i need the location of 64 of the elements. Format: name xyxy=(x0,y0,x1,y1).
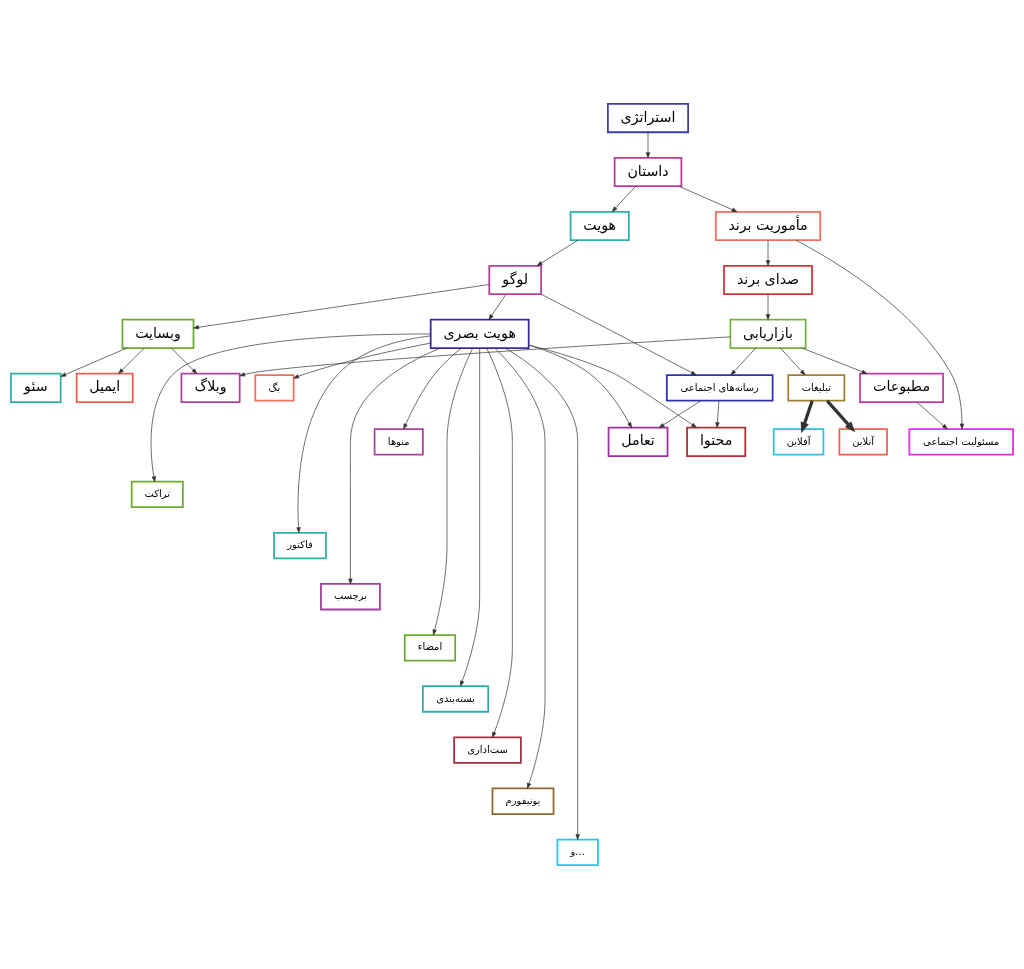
node-box: مسئولیت اجتماعی xyxy=(908,428,1014,456)
arrow xyxy=(150,333,431,482)
node-box: رسانه‌های اجتماعی xyxy=(665,374,774,402)
arrow xyxy=(528,344,632,428)
arrow xyxy=(505,347,580,840)
node-box: بسته‌بندی xyxy=(422,685,490,713)
arrow xyxy=(802,347,868,374)
arrow xyxy=(658,400,702,428)
node-box: هویت xyxy=(569,210,630,242)
node-box: محتوا xyxy=(686,426,747,457)
arrow xyxy=(611,185,636,212)
arrow xyxy=(678,185,738,213)
arrow xyxy=(540,293,697,376)
node-box: ایمیل xyxy=(75,372,134,403)
node-box: لوگو xyxy=(488,264,542,296)
node-box: سئو xyxy=(10,372,62,403)
arrow xyxy=(348,347,441,585)
arrow xyxy=(118,347,145,374)
node-box: و... xyxy=(556,838,599,867)
node-box: بازاریابی xyxy=(729,318,807,350)
arrow xyxy=(486,348,513,738)
arrow xyxy=(826,399,856,433)
node-box: تعامل xyxy=(607,426,669,457)
arrow xyxy=(916,401,948,430)
arrow xyxy=(488,293,507,320)
arrow xyxy=(765,239,771,266)
arrow xyxy=(460,348,481,687)
arrow xyxy=(715,400,720,428)
node-box: تبلیغات xyxy=(787,374,846,402)
node-box: امضاء xyxy=(403,634,457,662)
node-box: تراکت xyxy=(130,480,184,509)
arrow xyxy=(765,293,771,320)
arrow xyxy=(528,344,697,428)
node-box: وبلاگ xyxy=(180,372,241,403)
node-box: صدای برند xyxy=(723,264,813,296)
arrow xyxy=(795,239,965,430)
node-box: بگ xyxy=(254,374,295,402)
node-box: استراتژی xyxy=(607,102,689,134)
arrow xyxy=(800,400,814,434)
arrow xyxy=(432,348,473,636)
node-box: آنلاین xyxy=(838,428,888,456)
node-box: برچسب xyxy=(320,583,381,611)
node-box: آفلاین xyxy=(772,428,825,456)
arrow xyxy=(494,347,546,789)
node-box: یونیفورم xyxy=(491,787,555,815)
node-box: مطبوعات xyxy=(859,372,944,403)
node-box: فاکتور xyxy=(273,531,327,560)
arrow xyxy=(239,336,731,377)
arrow xyxy=(60,347,127,377)
arrow xyxy=(193,284,490,330)
arrow xyxy=(403,347,462,430)
arrow xyxy=(536,239,579,266)
node-box: منوها xyxy=(373,428,424,456)
arrow xyxy=(171,347,198,374)
arrow xyxy=(645,131,651,158)
arrow xyxy=(293,342,431,379)
node-box: داستان xyxy=(613,156,683,188)
node-box: هویت بصری xyxy=(429,318,530,350)
arrow xyxy=(730,347,756,376)
node-box: ست‌اداری xyxy=(453,736,522,764)
node-box: وبسایت xyxy=(121,318,195,350)
node-box: مأموریت برند xyxy=(714,210,822,242)
arrow xyxy=(780,347,806,376)
arrow xyxy=(296,335,431,533)
